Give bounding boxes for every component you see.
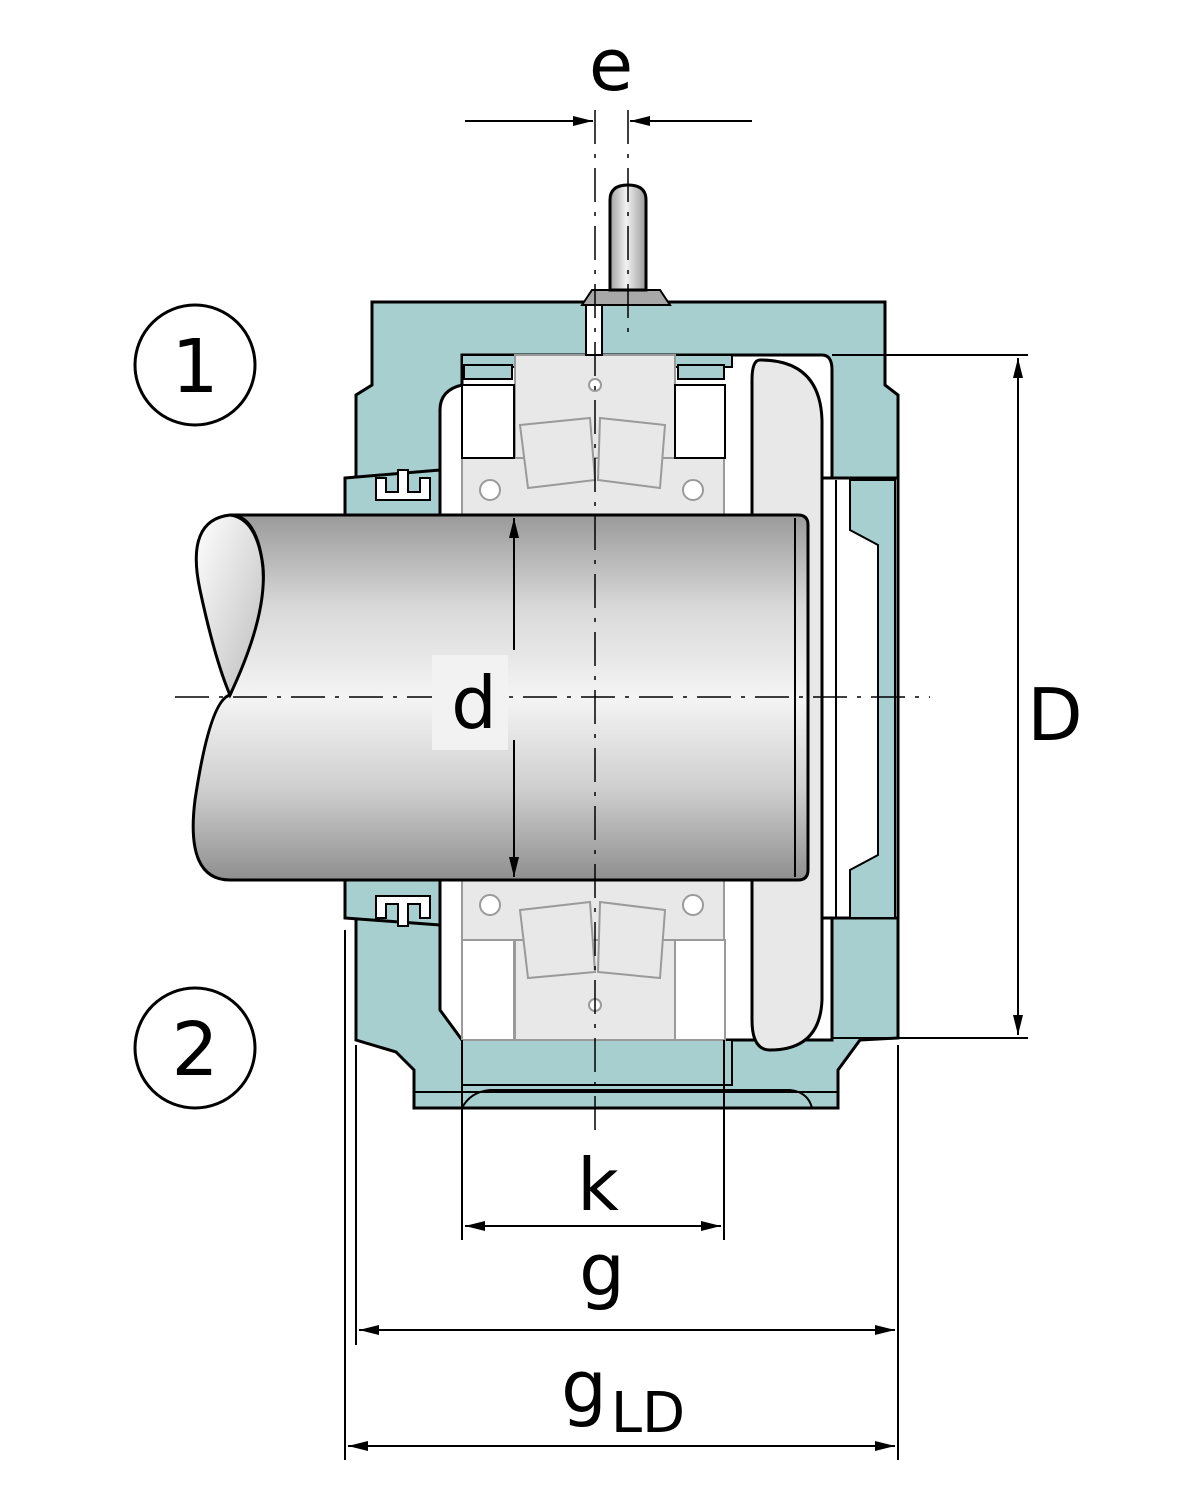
- dim-label-gLD: g: [561, 1345, 607, 1429]
- callout-number-2: 2: [171, 1007, 218, 1093]
- dim-label-gLD-subscript: LD: [611, 1381, 685, 1446]
- callout-number-1: 1: [171, 324, 218, 410]
- end-cap-profile: [849, 479, 896, 919]
- bearing: [461, 354, 726, 1041]
- grease-channel: [585, 304, 603, 356]
- roller-top-right: [596, 416, 667, 490]
- labyrinth-seal-bottom-teeth: [375, 895, 431, 927]
- labyrinth-seal-top-teeth: [375, 469, 431, 501]
- roller-bottom-left: [518, 900, 597, 980]
- bearing-cage-left-top: [461, 384, 515, 459]
- screw-hole-bl: [479, 894, 501, 916]
- dim-label-d-bg: [432, 655, 508, 750]
- dim-label-d: d: [451, 661, 497, 745]
- dimension-lines: [344, 116, 1028, 1460]
- housing-base-band: [461, 1039, 733, 1086]
- screw-hole-tl: [479, 479, 501, 501]
- bearing-cage-left-bottom: [461, 939, 515, 1041]
- dim-label-k: k: [577, 1143, 619, 1227]
- roller-bottom-right: [596, 900, 667, 980]
- lube-hole-top: [588, 378, 602, 392]
- dim-label-e: e: [589, 23, 633, 107]
- bearing-cage-right-bottom: [674, 939, 726, 1041]
- seal-top-right: [677, 364, 725, 380]
- dim-label-g: g: [579, 1228, 625, 1312]
- callout-circle-2: [133, 986, 257, 1110]
- callouts: 1 2: [133, 303, 257, 1110]
- shaft-end-face: [194, 513, 265, 699]
- bearing-cage-right-top: [674, 384, 726, 459]
- center-lines: [175, 110, 930, 1130]
- dim-label-D: D: [1027, 673, 1082, 757]
- end-cap: [820, 476, 900, 920]
- screw-hole-tr: [682, 479, 704, 501]
- housing-foot-detail: [461, 1089, 813, 1109]
- roller-top-left: [518, 416, 597, 490]
- seal-top-left: [463, 364, 513, 380]
- grease-nipple-base: [580, 289, 672, 306]
- callout-circle-1: [133, 303, 257, 427]
- screw-hole-br: [682, 894, 704, 916]
- left-seals: [343, 468, 442, 927]
- labels: e d D k g g LD: [432, 23, 1083, 1446]
- dim-label-gLD-main: g: [561, 1345, 607, 1429]
